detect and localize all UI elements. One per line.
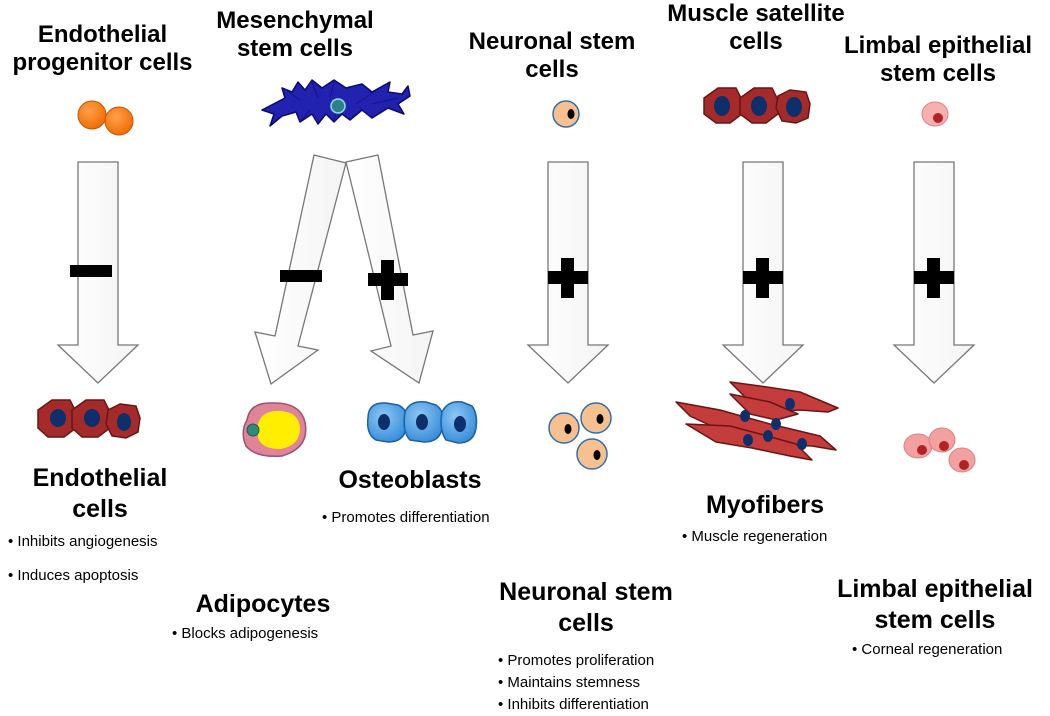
osteoblasts-notes: Promotes differentiation bbox=[322, 507, 490, 529]
neuronal-stem-cell-source bbox=[552, 100, 580, 128]
endothelial-cells bbox=[37, 399, 141, 439]
list-item: Maintains stemness bbox=[498, 672, 654, 694]
list-item: Inhibits differentiation bbox=[498, 694, 654, 716]
osteoblasts bbox=[366, 400, 478, 444]
plus-sign-muscle bbox=[743, 258, 783, 298]
myofibers-notes: Muscle regeneration bbox=[682, 526, 827, 548]
myofibers-title: Myofibers bbox=[705, 491, 825, 519]
neuronal-stem-cells-target bbox=[548, 402, 612, 470]
plus-sign-limbal bbox=[914, 258, 954, 298]
minus-sign-endothelial bbox=[70, 265, 112, 277]
muscle-satellite-cells bbox=[703, 87, 811, 124]
adipocyte bbox=[242, 402, 307, 458]
minus-sign-adipocytes bbox=[280, 270, 322, 282]
myofibers bbox=[675, 381, 839, 461]
endothelial-progenitor-cells bbox=[77, 100, 134, 136]
arrow-adipocytes bbox=[254, 154, 347, 386]
plus-sign-osteoblasts bbox=[368, 260, 408, 300]
list-item: Induces apoptosis bbox=[8, 565, 158, 587]
list-item: Promotes proliferation bbox=[498, 650, 654, 672]
plus-sign-neuronal bbox=[548, 258, 588, 298]
osteoblasts-title: Osteoblasts bbox=[338, 466, 482, 494]
list-item: Promotes differentiation bbox=[322, 507, 490, 529]
adipocytes-notes: Blocks adipogenesis bbox=[172, 623, 318, 645]
endothelial-notes: Inhibits angiogenesis Induces apoptosis bbox=[8, 531, 158, 587]
neuronal-notes: Promotes proliferation Maintains stemnes… bbox=[498, 650, 654, 716]
mesenchymal-stem-cell bbox=[261, 79, 411, 127]
list-item: Inhibits angiogenesis bbox=[8, 531, 158, 553]
list-item: Blocks adipogenesis bbox=[172, 623, 318, 645]
list-item: Muscle regeneration bbox=[682, 526, 827, 548]
list-item: Corneal regeneration bbox=[852, 639, 1002, 661]
adipocytes-title: Adipocytes bbox=[195, 590, 331, 618]
limbal-epithelial-stem-cell-source bbox=[921, 101, 949, 127]
limbal-notes: Corneal regeneration bbox=[852, 639, 1002, 661]
limbal-epithelial-stem-cells-target bbox=[903, 427, 976, 473]
